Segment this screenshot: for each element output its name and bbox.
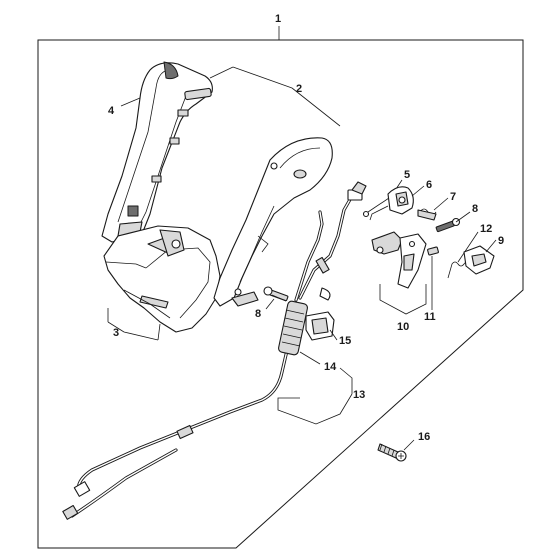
callout-3: 3 [113, 327, 119, 339]
callout-1: 1 [275, 13, 281, 25]
assembly-frame [37, 39, 524, 549]
leader-14 [299, 351, 321, 365]
leader-4 [120, 97, 141, 107]
leader-15 [329, 329, 338, 341]
callout-5: 5 [404, 169, 410, 181]
callout-8-left: 8 [255, 308, 261, 320]
part-4-handle-housing-left [101, 61, 213, 243]
part-15-cable-clamp [305, 311, 335, 341]
part-5-wire-lead [362, 195, 393, 218]
leader-12 [457, 231, 479, 263]
callout-11: 11 [424, 311, 436, 323]
part-2-handle-cover-right [213, 137, 333, 307]
leader-6 [411, 185, 425, 197]
leader-8b [455, 211, 471, 223]
leader-2 [209, 66, 341, 127]
leader-13 [277, 367, 353, 425]
callout-14: 14 [324, 361, 337, 373]
callout-10: 10 [397, 321, 409, 333]
part-13-cable-harness [62, 181, 367, 520]
leader-3 [107, 308, 161, 341]
callout-8-right: 8 [472, 203, 478, 215]
part-8-screw-left [263, 286, 289, 302]
callout-12: 12 [480, 223, 492, 235]
part-3-lower-housing-shell [103, 225, 221, 333]
leader-8a [265, 298, 275, 310]
callout-16: 16 [418, 431, 430, 443]
part-11-pin [427, 246, 439, 256]
part-7-torsion-spring [417, 208, 437, 221]
leader-16 [403, 439, 415, 451]
callout-7: 7 [450, 191, 456, 203]
leader-7 [433, 197, 449, 211]
leader-9 [485, 239, 497, 253]
callout-13: 13 [353, 389, 365, 401]
part-8-screw-right [435, 217, 461, 233]
callout-2: 2 [296, 83, 302, 95]
part-14-cable-grommet [278, 300, 308, 356]
part-6-micro-switch [369, 186, 414, 221]
callout-9: 9 [498, 235, 504, 247]
part-10-trigger-lever [371, 231, 427, 289]
callout-4: 4 [108, 105, 115, 117]
part-9-lockout-lever [463, 245, 495, 275]
callout-6: 6 [426, 179, 432, 191]
part-16-screw [377, 443, 407, 462]
callout-15: 15 [339, 335, 351, 347]
leader-10 [379, 284, 427, 315]
